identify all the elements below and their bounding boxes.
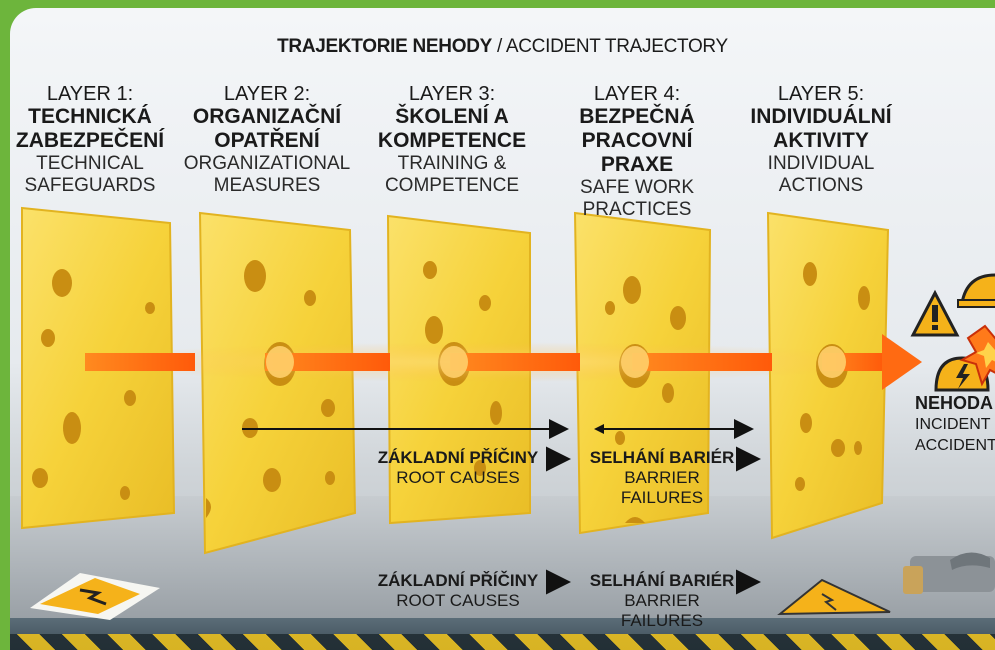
- tool-icon: [903, 552, 995, 594]
- layer-3-label: LAYER 3: ŠKOLENÍ A KOMPETENCE TRAINING &…: [377, 83, 527, 196]
- explosion-icon: [959, 324, 995, 387]
- layer-1-label: LAYER 1: TECHNICKÁ ZABEZPEČENÍ TECHNICAL…: [15, 83, 165, 196]
- outcome-label: NEHODA INCIDENT ACCIDENT: [915, 393, 995, 454]
- barrier-failures-label-2: SELHÁNÍ BARIÉR BARRIER FAILURES: [589, 571, 735, 630]
- hazard-tape: [10, 634, 995, 650]
- cheese-slice-2: [198, 211, 357, 555]
- root-causes-label: ZÁKLADNÍ PŘÍČINY ROOT CAUSES: [377, 448, 539, 487]
- floor-warning-sign-right: [777, 578, 891, 616]
- layer-4-label: LAYER 4: BEZPEČNÁ PRACOVNÍ PRAXE SAFE WO…: [579, 83, 695, 220]
- hard-hat-icon: [957, 273, 995, 308]
- layer-5-label: LAYER 5: INDIVIDUÁLNÍ AKTIVITY INDIVIDUA…: [750, 83, 892, 196]
- diagram-title: TRAJEKTORIE NEHODY / ACCIDENT TRAJECTORY: [277, 36, 728, 57]
- floor-warning-sign: [30, 573, 160, 620]
- electric-hazard-icon: [934, 356, 990, 392]
- swiss-cheese-scene: [21, 206, 995, 620]
- layer-2-label: LAYER 2: ORGANIZAČNÍ OPATŘENÍ ORGANIZATI…: [183, 83, 351, 196]
- root-causes-label-2: ZÁKLADNÍ PŘÍČINY ROOT CAUSES: [377, 571, 539, 610]
- diagram-canvas: TRAJEKTORIE NEHODY / ACCIDENT TRAJECTORY…: [10, 8, 995, 650]
- root-cause-arrows: [242, 419, 761, 595]
- barrier-failures-label: SELHÁNÍ BARIÉR BARRIER FAILURES: [589, 448, 735, 507]
- accident-trajectory-arrow: [70, 334, 922, 390]
- warning-triangle-icon: [910, 289, 960, 337]
